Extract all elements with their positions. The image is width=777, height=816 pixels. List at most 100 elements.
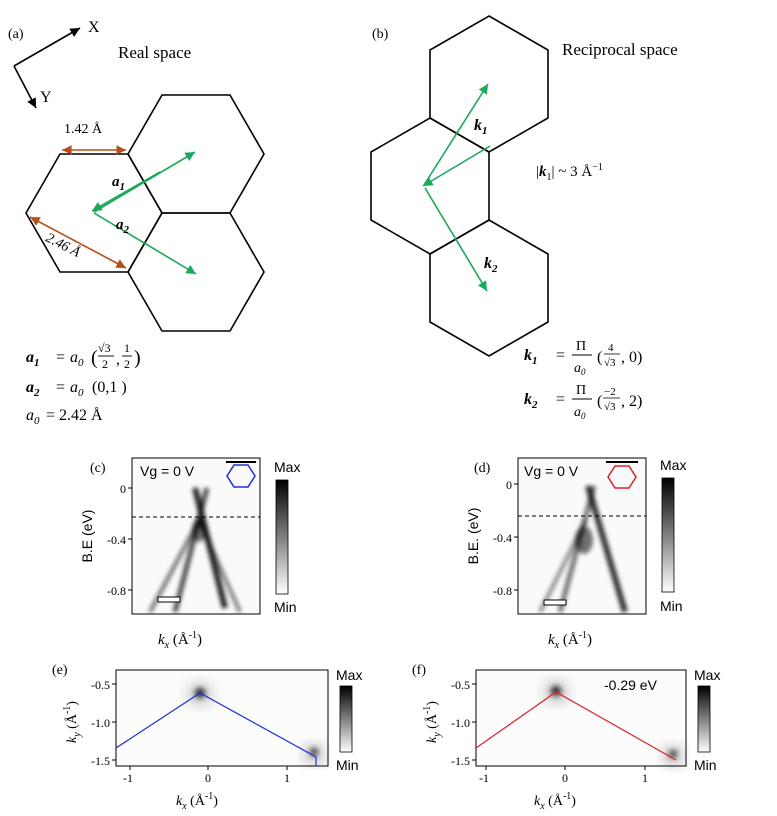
eq-a1-frac1-num: √3 [98,341,111,355]
axis-x-label: X [88,19,100,36]
panel-e-colorbar-max: Max [336,667,362,683]
eq-k1-paren: ( [597,349,602,366]
eq-a1-frac2-den: 2 [124,357,130,371]
panel-d-label: (d) [474,461,491,476]
eq-a1-equals: = [56,349,65,366]
panel-c-gate-label: Vg = 0 V [140,463,195,479]
panel-d-xlabel: kx (Å-1) [548,630,592,651]
panel-e-xticks: -1 0 1 [123,766,290,785]
vector-a1-arrow [93,151,196,213]
e-ytick-0: -0.5 [91,678,110,692]
eq-k1-frac-num: 4 [608,342,614,354]
eq-k2-lhs: k2 [524,391,538,411]
panel-c-hexagon-icon [226,464,256,488]
e-ytick-1: -1.0 [91,716,110,730]
panel-f-cut-line [475,691,677,761]
c-ytick-0: 0 [120,482,126,496]
panel-e-cut-line [115,692,317,766]
eq-a0-value: = 2.42 Å [46,406,103,424]
vector-k2-arrow [424,187,488,292]
eq-a1-lhs: a1 [26,349,40,369]
panel-d-colorbar-max: Max [660,457,686,473]
panel-e-xlabel: kx (Å-1) [176,791,218,812]
panel-b-label: (b) [372,27,389,42]
panel-f-yticks: -0.5 -1.0 -1.5 [451,678,476,768]
panel-e-colorbar [339,685,353,753]
panel-d-ylabel: B.E. (eV) [465,508,481,565]
lattice-diag-arrow [29,216,127,269]
eq-a1-frac2-num: 1 [124,341,130,355]
panel-e-label: (e) [52,663,68,678]
panel-f-energy-label: -0.29 eV [604,677,658,693]
eq-k1-frac-den: √3 [604,357,616,369]
equation-a1: a1 = a0 ( √3 2 , 1 2 ) [26,341,141,371]
d-ytick-2: -0.8 [493,584,512,598]
eq-a2-equals: = [56,379,65,396]
eq-k2-rest: , 2) [621,393,642,410]
equation-k2: k2 = Π a0 ( −2 √3 , 2) [524,383,642,421]
panel-f-colorbar [697,685,711,753]
eq-a1-a0: a0 [70,349,84,369]
e-xtick-2: 1 [284,771,290,785]
vector-k1-reverse-arrow [422,145,491,187]
panel-f-xlabel: kx (Å-1) [534,791,576,812]
panel-d-colorbar [661,477,675,593]
eq-a1-paren-open: ( [91,347,98,369]
e-ytick-2: -1.5 [91,754,110,768]
axis-y-arrow [13,65,37,109]
equation-k1: k1 = Π a0 ( 4 √3 , 0) [524,339,642,377]
f-xtick-0: -1 [479,771,489,785]
panel-c-colorbar [275,479,289,595]
panel-b: (b) Reciprocal space k1 k2 |k1| ~ 3 Å−1 … [370,15,678,421]
real-hexagon-top [127,94,265,214]
panel-d-hexagon-icon [607,465,637,489]
vector-k2-label: k2 [484,255,498,275]
panel-f-ylabel: ky (Å-1) [422,701,443,743]
vector-k1-label: k1 [474,117,488,137]
panel-c: (c) Vg = 0 V 0 -0.4 -0.8 B.E (eV) kx (Å-… [79,457,300,651]
panel-f-label: (f) [412,663,426,678]
eq-k1-lhs: k1 [524,347,538,367]
panel-f-colorbar-min: Min [694,757,717,773]
panel-c-xlabel: kx (Å-1) [158,630,202,651]
panel-e-ylabel: ky (Å-1) [62,701,83,743]
eq-a0-symbol: a0 [26,407,40,427]
e-xtick-1: 0 [205,771,211,785]
panel-c-label: (c) [90,461,106,476]
f-xtick-1: 0 [562,771,568,785]
f-xtick-2: 1 [642,771,648,785]
recip-hexagon-top [429,15,549,153]
recip-hexagon-middle [370,117,490,255]
panel-c-colorbar-max: Max [274,459,300,475]
panel-e-map [190,685,322,762]
eq-a2-rhs: (0,1 ) [92,379,127,396]
f-ytick-0: -0.5 [451,678,470,692]
panel-f-plot-frame [475,669,687,767]
panel-c-scale-bar [157,596,181,603]
eq-k1-rest: , 0) [621,349,642,366]
real-hexagon-bottom [127,212,265,332]
vector-a2-arrow [93,212,197,275]
recip-hexagon-bottom [429,219,549,357]
real-space-title: Real space [118,43,191,62]
panel-c-colorbar-min: Min [274,599,297,615]
panel-f-xticks: -1 0 1 [479,766,648,785]
eq-k2-equals: = [556,391,565,408]
c-ytick-1: -0.4 [107,533,126,547]
reciprocal-space-title: Reciprocal space [562,40,678,59]
panel-e: (e) -0.5 -1.0 -1.5 -1 0 1 ky (Å-1) kx (Å… [52,663,362,812]
panel-a: (a) X Y Real space 1.42 Å 2.46 Å a1 a2 a… [8,19,265,427]
panel-e-plot-frame [115,669,329,767]
vector-a1-reverse-arrow [91,171,161,212]
panel-e-yticks: -0.5 -1.0 -1.5 [91,678,116,768]
panel-d-spectrum [538,485,628,613]
e-xtick-0: -1 [123,771,133,785]
eq-a1-comma: , [116,351,120,368]
panel-f: (f) -0.29 eV -0.5 -1.0 -1.5 -1 0 1 ky (Å… [412,663,720,812]
panel-d: (d) Vg = 0 V 0 -0.4 -0.8 B.E. (eV) kx (Å… [465,457,686,651]
panel-d-scale-bar [543,599,567,606]
axis-y-label: Y [40,89,52,106]
panel-d-gate-label: Vg = 0 V [524,463,579,479]
eq-k1-pi: Π [576,339,586,354]
